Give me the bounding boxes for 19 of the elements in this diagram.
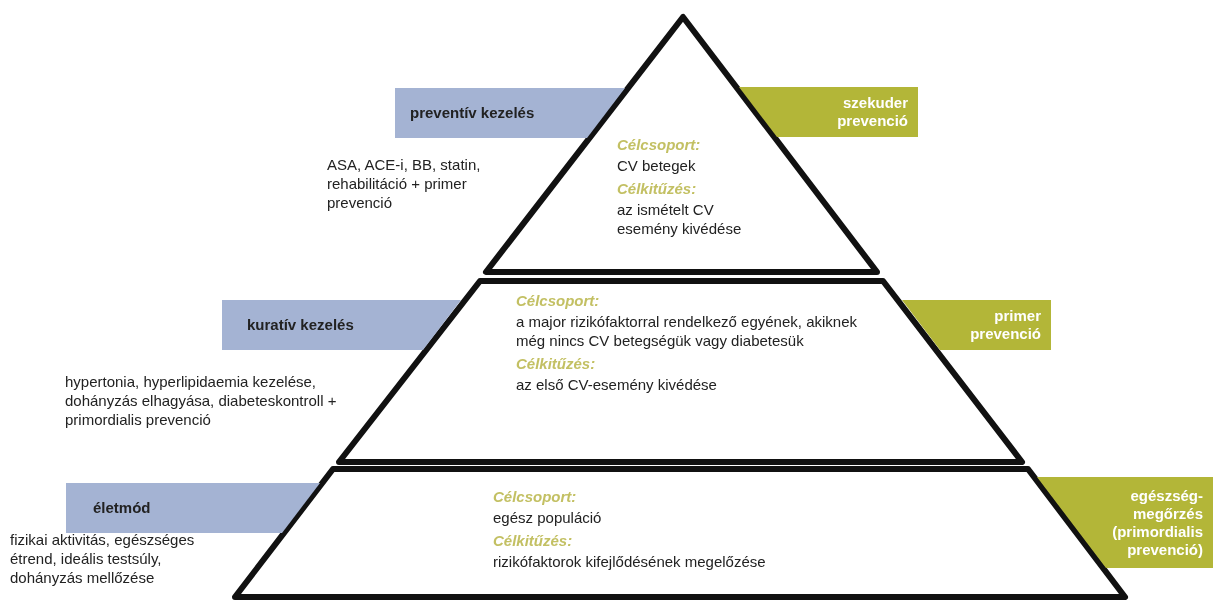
heading-text: Célcsoport: (617, 135, 702, 154)
treatment-bar: életmód (66, 483, 320, 533)
heading-text: Célkitűzés: (617, 179, 698, 198)
heading-text: Célcsoport: (516, 291, 601, 310)
description-text: hypertonia, hyperlipidaemia kezelése, dohányzás elhagyása, diabeteskontroll + primordialis prevenció (65, 372, 337, 429)
description-text: ASA, ACE-i, BB, statin, rehabilitáció + primer prevenció (327, 155, 482, 212)
body-text: egész populáció (493, 508, 603, 527)
body-text: az ismételt CV esemény kivédése (617, 200, 743, 238)
body-text: a major rizikófaktorral rendelkező egyének, akiknek még nincs CV betegségük vagy diabetesük (516, 312, 858, 350)
body-text: CV betegek (617, 156, 697, 175)
heading-text: Célkitűzés: (516, 354, 597, 373)
body-text: az első CV-esemény kivédése (516, 375, 718, 394)
treatment-bar: preventív kezelés (395, 88, 625, 138)
description-text: fizikai aktivitás, egészséges étrend, ideális testsúly, dohányzás mellőzése (10, 530, 196, 587)
heading-text: Célkitűzés: (493, 531, 574, 550)
heading-text: Célcsoport: (493, 487, 578, 506)
body-text: rizikófaktorok kifejlődésének megelőzése (493, 552, 767, 571)
treatment-bar: kuratív kezelés (222, 300, 461, 350)
prevention-bar: szekuder prevenció (739, 87, 918, 137)
